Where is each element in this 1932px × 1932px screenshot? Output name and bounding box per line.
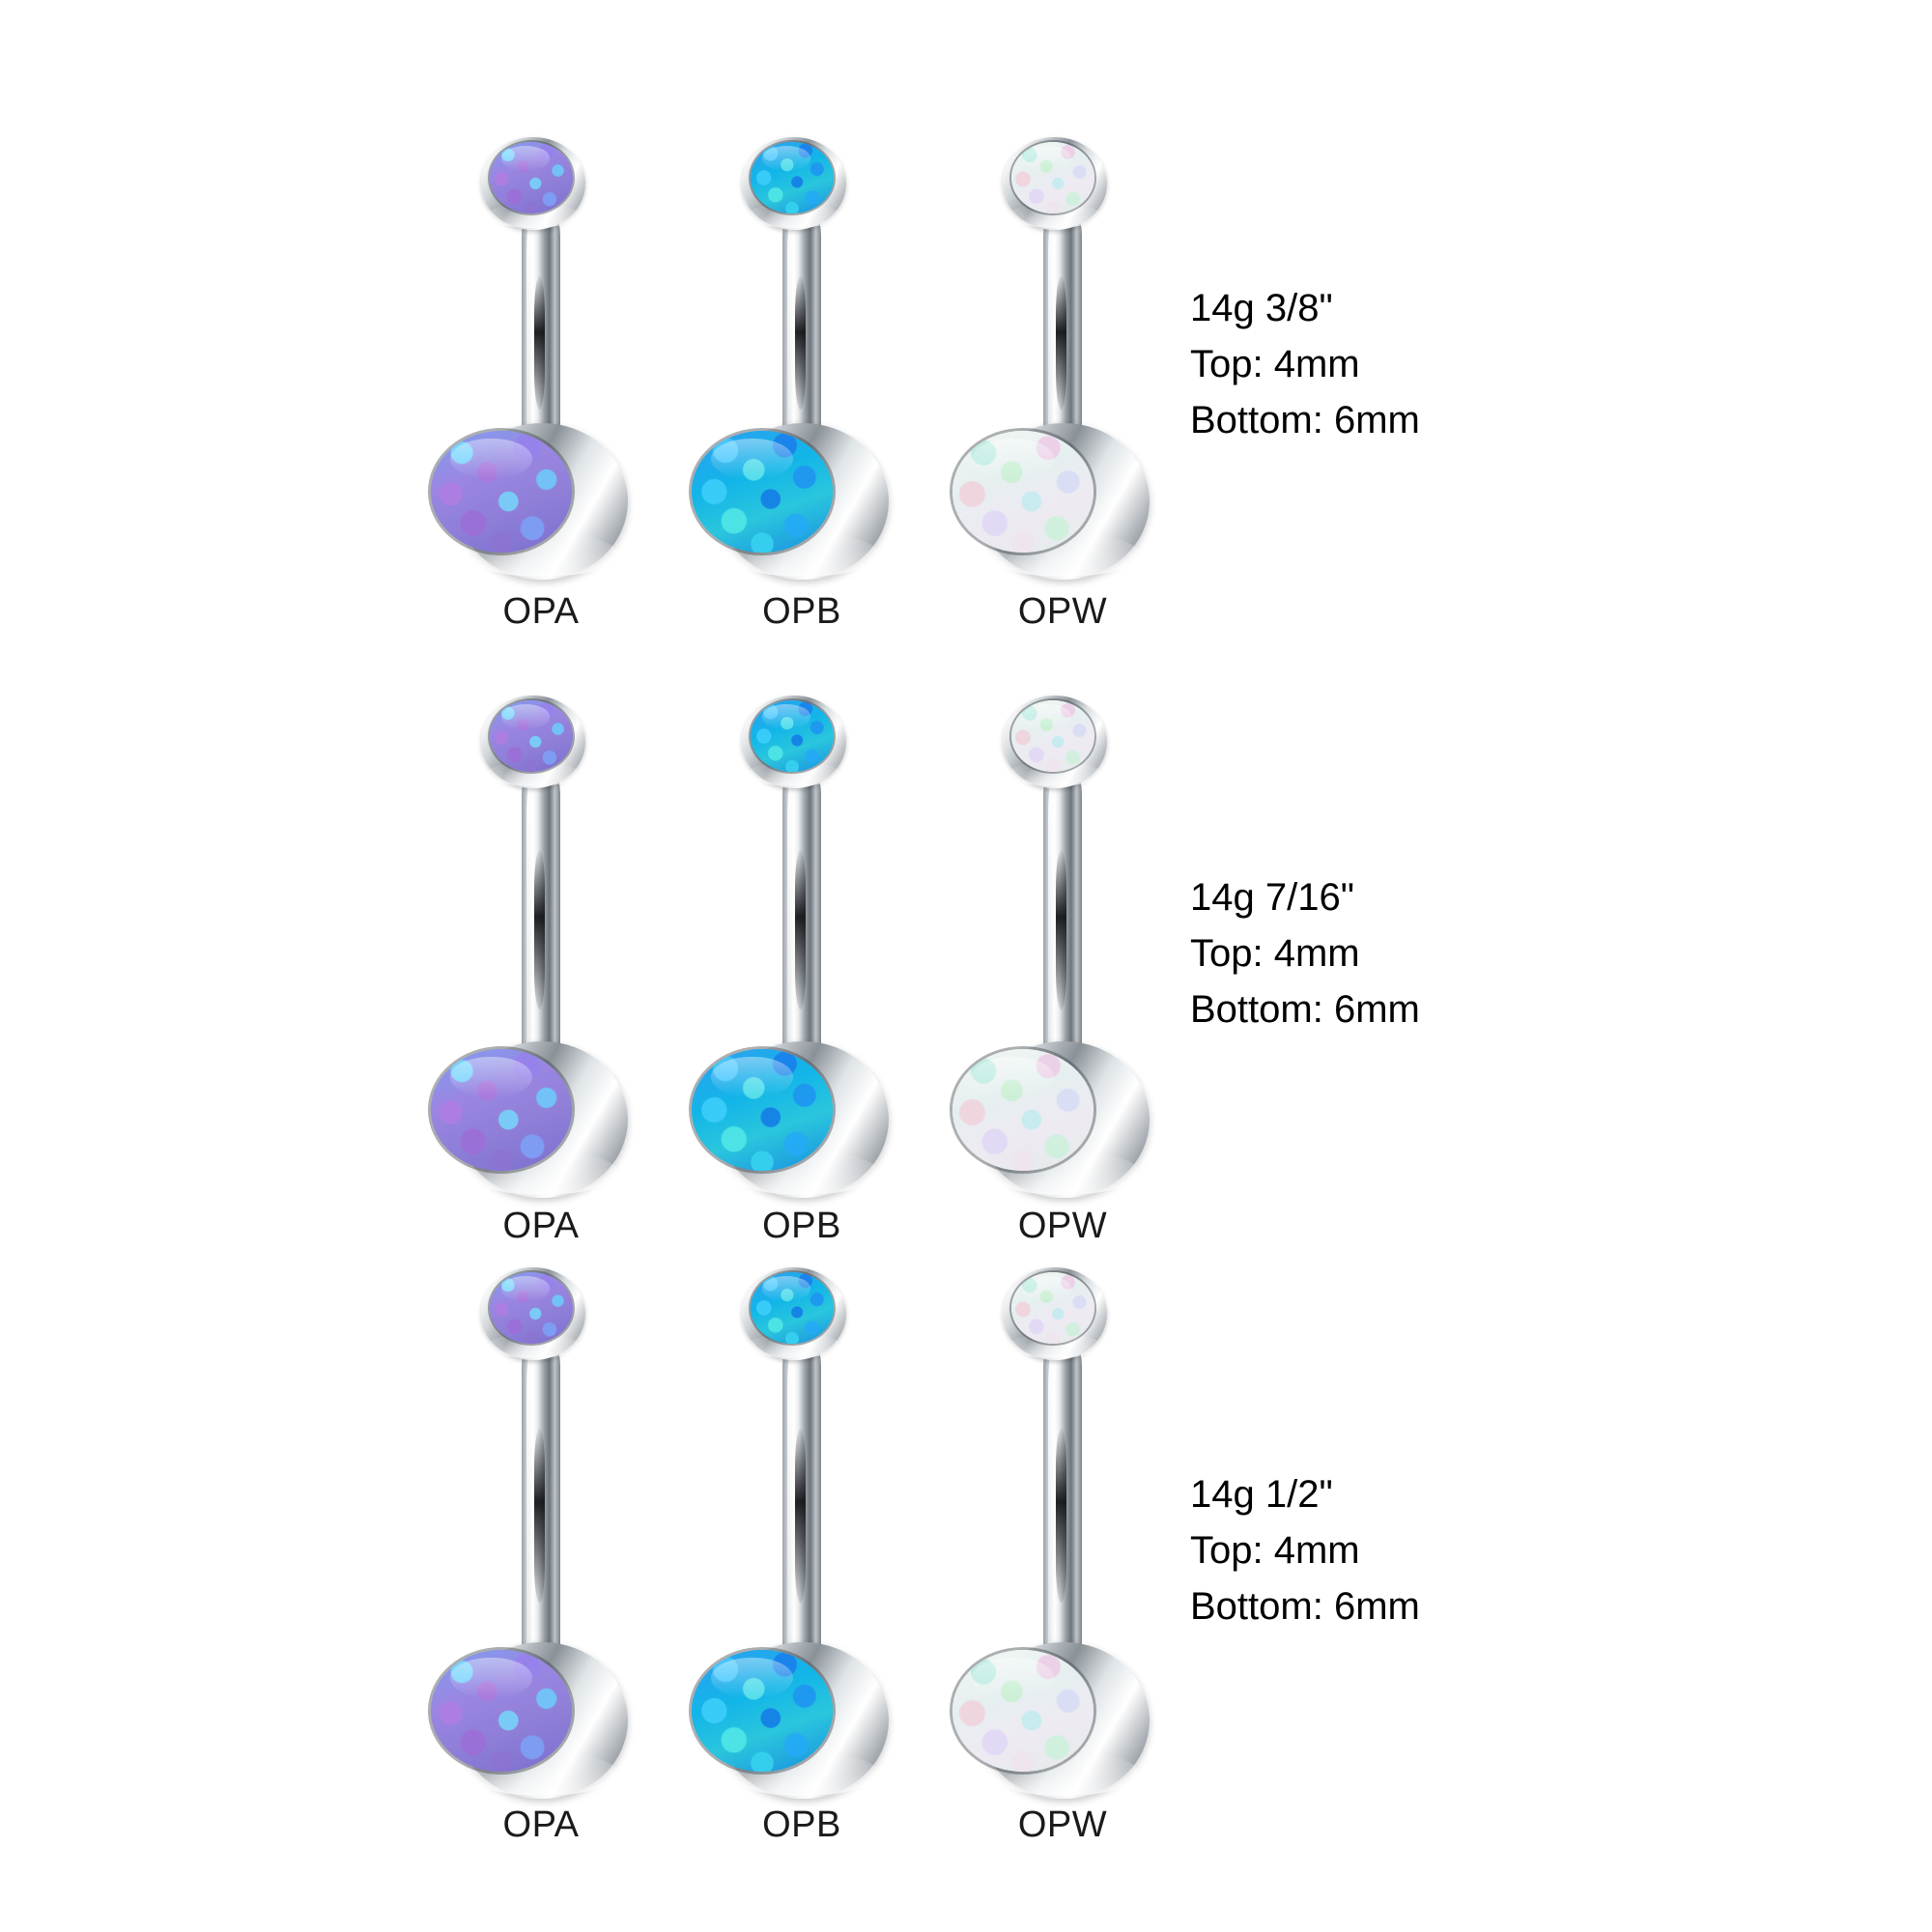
top-opal-gem [1011,700,1094,772]
spec-top-size: Top: 4mm [1190,932,1360,975]
bottom-opal-gem [952,431,1094,553]
product-item[interactable]: OPW [908,1256,1217,1845]
top-opal-gem [751,700,834,772]
product-item[interactable]: OPW [908,676,1217,1256]
variant-code-label: OPW [1017,1206,1108,1246]
variant-code-label: OPB [762,1206,841,1246]
variant-code-label: OPA [502,1804,580,1845]
variant-code-label: OPW [1017,1804,1108,1845]
variant-code-label: OPA [502,591,580,632]
spec-gauge-length: 14g 3/8" [1190,287,1333,329]
bottom-opal-gem [952,1650,1094,1772]
bottom-opal-gem [952,1049,1094,1171]
top-opal-gem [1011,1272,1094,1344]
spec-bottom-size: Bottom: 6mm [1190,988,1420,1031]
top-opal-gem [490,1272,573,1344]
top-opal-gem [751,142,834,213]
top-opal-gem [1011,142,1094,213]
variant-code-label: OPB [762,591,841,632]
top-opal-gem [490,142,573,213]
spec-bottom-size: Bottom: 6mm [1190,1585,1420,1628]
product-row-3-8: OPA OPB [0,97,1932,657]
spec-block-3-8: 14g 3/8" Top: 4mm Bottom: 6mm [1190,280,1770,448]
variant-code-label: OPA [502,1206,580,1246]
spec-top-size: Top: 4mm [1190,1529,1360,1572]
spec-top-size: Top: 4mm [1190,343,1360,385]
spec-block-7-16: 14g 7/16" Top: 4mm Bottom: 6mm [1190,869,1770,1037]
spec-bottom-size: Bottom: 6mm [1190,399,1420,441]
product-item[interactable]: OPW [908,97,1217,657]
variant-code-label: OPB [762,1804,841,1845]
top-opal-gem [751,1272,834,1344]
spec-gauge-length: 14g 7/16" [1190,876,1354,919]
bottom-opal-gem [692,1650,833,1772]
bottom-opal-gem [431,1049,572,1171]
variant-code-label: OPW [1017,591,1108,632]
spec-block-1-2: 14g 1/2" Top: 4mm Bottom: 6mm [1190,1466,1770,1634]
product-item[interactable]: OPB [647,97,956,657]
bottom-opal-gem [431,1650,572,1772]
top-opal-gem [490,700,573,772]
bottom-opal-gem [431,431,572,553]
spec-gauge-length: 14g 1/2" [1190,1473,1333,1516]
bottom-opal-gem [692,431,833,553]
bottom-opal-gem [692,1049,833,1171]
